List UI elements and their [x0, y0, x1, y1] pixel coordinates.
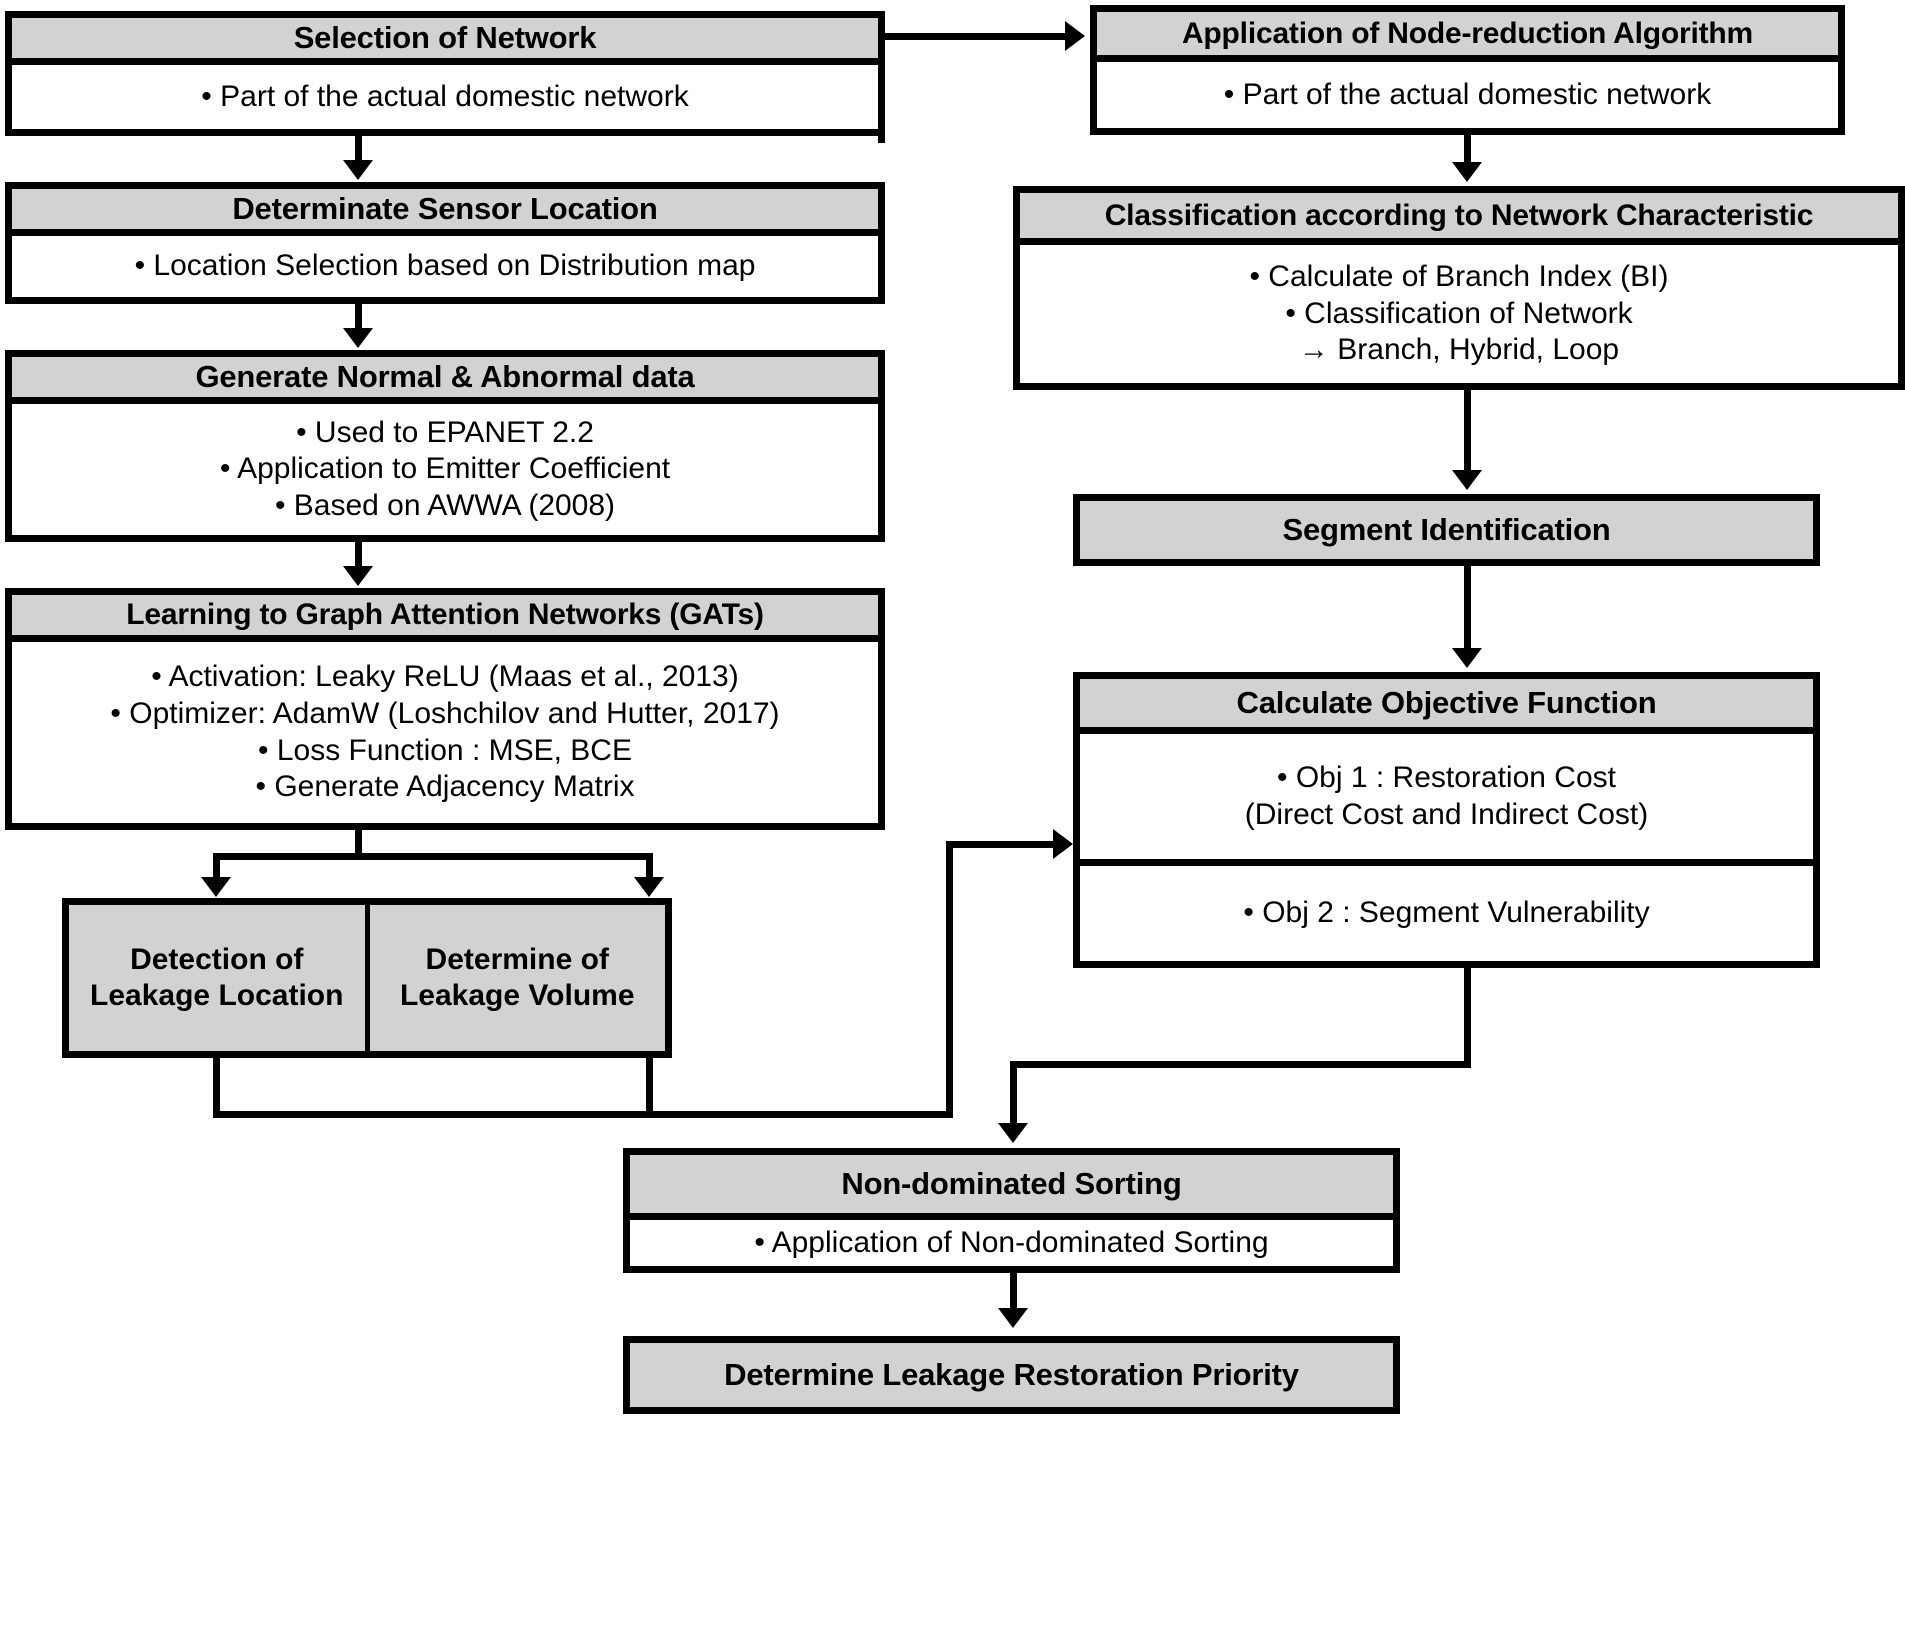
detection-line1: Detection of — [130, 943, 304, 976]
objective-1-section: • Obj 1 : Restoration Cost (Direct Cost … — [1080, 734, 1813, 866]
connector-line — [355, 136, 362, 168]
node-learning-gats[interactable]: Learning to Graph Attention Networks (GA… — [5, 588, 885, 830]
connector-arrowhead — [998, 1308, 1028, 1328]
node-determine-leakage-volume[interactable]: Determine of Leakage Volume — [369, 905, 665, 1051]
node-determinate-sensor-location-header: Determinate Sensor Location — [12, 189, 878, 236]
bullet-item: • Obj 2 : Segment Vulnerability — [1243, 896, 1650, 930]
connector-arrowhead — [343, 160, 373, 180]
bullet-item: • Part of the actual domestic network — [1223, 77, 1712, 111]
node-detection-leakage-location[interactable]: Detection of Leakage Location — [69, 905, 370, 1051]
connector-line — [1010, 1061, 1471, 1068]
connector-line — [878, 33, 1070, 40]
connector-arrowhead — [998, 1123, 1028, 1143]
connector-line — [1464, 968, 1471, 1068]
connector-arrowhead — [1065, 21, 1085, 51]
objective-2-section: • Obj 2 : Segment Vulnerability — [1080, 866, 1813, 961]
bullet-item: • Based on AWWA (2008) — [274, 488, 616, 522]
bullet-item: • Application of Non-dominated Sorting — [754, 1225, 1269, 1259]
node-determinate-sensor-location-body: • Location Selection based on Distributi… — [12, 236, 878, 297]
node-selection-of-network-body: • Part of the actual domestic network — [12, 65, 878, 129]
bullet-item: • Calculate of Branch Index (BI) — [1249, 260, 1669, 294]
node-non-dominated-sorting[interactable]: Non-dominated Sorting • Application of N… — [623, 1148, 1400, 1273]
connector-line — [1010, 1061, 1017, 1133]
connector-line — [213, 853, 220, 885]
node-non-dominated-sorting-body: • Application of Non-dominated Sorting — [630, 1220, 1393, 1266]
connector-line — [878, 33, 885, 143]
connector-arrowhead — [1452, 648, 1482, 668]
node-node-reduction[interactable]: Application of Node-reduction Algorithm … — [1090, 5, 1845, 135]
node-calculate-objective-function[interactable]: Calculate Objective Function • Obj 1 : R… — [1073, 672, 1820, 968]
node-determine-priority[interactable]: Determine Leakage Restoration Priority — [623, 1336, 1400, 1414]
bullet-item: • Obj 1 : Restoration Cost — [1277, 760, 1616, 794]
connector-line — [355, 304, 362, 336]
bullet-item: • Loss Function : MSE, BCE — [258, 733, 632, 767]
bullet-item: (Direct Cost and Indirect Cost) — [1244, 797, 1649, 831]
connector-arrowhead — [1452, 470, 1482, 490]
node-generate-data-header: Generate Normal & Abnormal data — [12, 357, 878, 404]
node-classification-body: • Calculate of Branch Index (BI) • Class… — [1020, 245, 1898, 383]
node-selection-of-network[interactable]: Selection of Network • Part of the actua… — [5, 11, 885, 136]
node-segment-identification[interactable]: Segment Identification — [1073, 494, 1820, 566]
node-node-reduction-header: Application of Node-reduction Algorithm — [1097, 12, 1838, 62]
bullet-item: • Part of the actual domestic network — [201, 79, 689, 113]
connector-line — [1010, 1273, 1017, 1318]
bullet-item: • Location Selection based on Distributi… — [134, 249, 756, 283]
node-classification-header: Classification according to Network Char… — [1020, 193, 1898, 245]
bullet-item: • Application to Emitter Coefficient — [219, 452, 671, 486]
node-determinate-sensor-location[interactable]: Determinate Sensor Location • Location S… — [5, 182, 885, 304]
bullet-item: • Activation: Leaky ReLU (Maas et al., 2… — [151, 660, 739, 694]
bullet-item: • Classification of Network — [1285, 296, 1633, 330]
node-classification[interactable]: Classification according to Network Char… — [1013, 186, 1905, 390]
connector-arrowhead — [1452, 162, 1482, 182]
connector-line — [355, 830, 362, 860]
connector-line — [946, 841, 1058, 848]
connector-line — [1464, 135, 1471, 170]
connector-line — [355, 542, 362, 574]
determine-line2: Leakage Volume — [399, 979, 635, 1012]
bullet-item: → Branch, Hybrid, Loop — [1298, 333, 1620, 367]
bullet-item: • Optimizer: AdamW (Loshchilov and Hutte… — [110, 696, 780, 730]
connector-arrowhead — [343, 328, 373, 348]
connector-line — [646, 853, 653, 885]
connector-line — [1464, 390, 1471, 480]
connector-arrowhead — [201, 877, 231, 897]
connector-line — [646, 1058, 653, 1118]
node-selection-of-network-header: Selection of Network — [12, 18, 878, 65]
node-generate-data[interactable]: Generate Normal & Abnormal data • Used t… — [5, 350, 885, 542]
connector-arrowhead — [634, 877, 664, 897]
connector-line — [213, 1058, 220, 1118]
connector-line — [213, 1111, 953, 1118]
node-determine-priority-header: Determine Leakage Restoration Priority — [630, 1343, 1393, 1407]
node-segment-identification-header: Segment Identification — [1080, 501, 1813, 559]
bullet-item: • Used to EPANET 2.2 — [296, 415, 594, 449]
node-generate-data-body: • Used to EPANET 2.2 • Application to Em… — [12, 404, 878, 535]
determine-line1: Determine of — [425, 943, 609, 976]
node-node-reduction-body: • Part of the actual domestic network — [1097, 62, 1838, 128]
node-learning-gats-header: Learning to Graph Attention Networks (GA… — [12, 595, 878, 642]
node-learning-gats-body: • Activation: Leaky ReLU (Maas et al., 2… — [12, 642, 878, 823]
connector-line — [213, 853, 653, 860]
connector-line — [946, 841, 953, 1118]
node-non-dominated-sorting-header: Non-dominated Sorting — [630, 1155, 1393, 1220]
connector-line — [1464, 566, 1471, 658]
connector-arrowhead — [343, 566, 373, 586]
connector-arrowhead — [1053, 829, 1073, 859]
bullet-item: • Generate Adjacency Matrix — [255, 770, 635, 804]
node-calculate-objective-function-header: Calculate Objective Function — [1080, 679, 1813, 734]
node-leakage-results[interactable]: Detection of Leakage Location Determine … — [62, 898, 672, 1058]
detection-line2: Leakage Location — [90, 979, 344, 1012]
